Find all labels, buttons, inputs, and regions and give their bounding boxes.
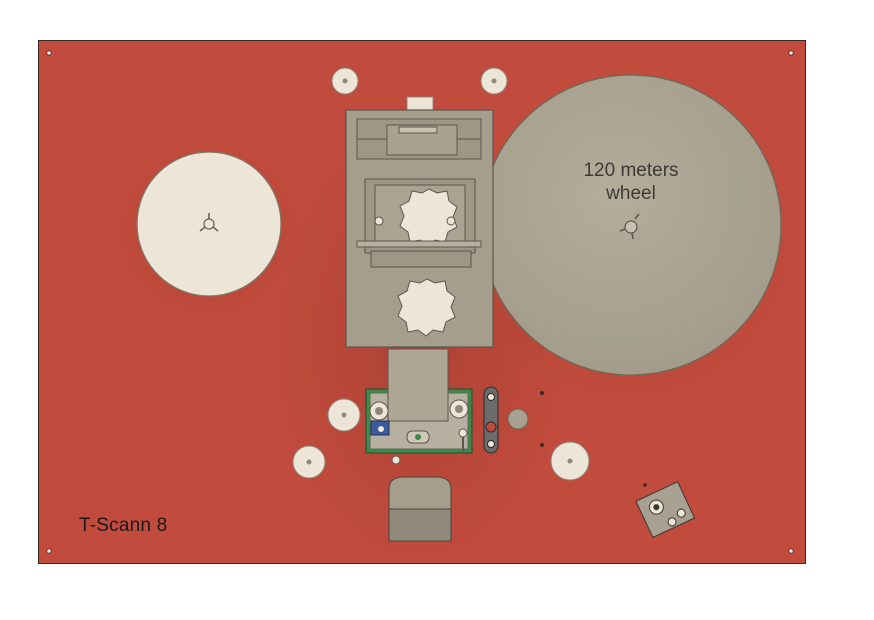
take-up-wheel-120m xyxy=(480,74,782,376)
big-wheel-label-line1: 120 meters xyxy=(583,160,679,181)
guide-pin xyxy=(507,408,529,430)
bottom-left-roller xyxy=(292,445,326,479)
top-right-roller xyxy=(480,67,508,95)
scanner-board: 120 meters wheel T-Scann 8 xyxy=(38,40,806,564)
pcb-motor-assembly xyxy=(365,348,473,465)
top-left-roller xyxy=(331,67,359,95)
film-gate-assembly xyxy=(345,96,494,348)
big-wheel-label-line2: wheel xyxy=(606,183,656,204)
corner-holes xyxy=(46,50,794,554)
bottom-right-roller xyxy=(550,441,590,481)
feed-reel-wheel xyxy=(136,151,282,297)
light-cover xyxy=(388,476,452,542)
board-drawing xyxy=(39,41,805,563)
sensor-bracket xyxy=(635,481,696,539)
board-title: T-Scann 8 xyxy=(79,515,168,536)
big-wheel-label: 120 meters wheel xyxy=(541,159,721,205)
left-tension-roller xyxy=(327,398,361,432)
tension-arm xyxy=(483,386,499,454)
